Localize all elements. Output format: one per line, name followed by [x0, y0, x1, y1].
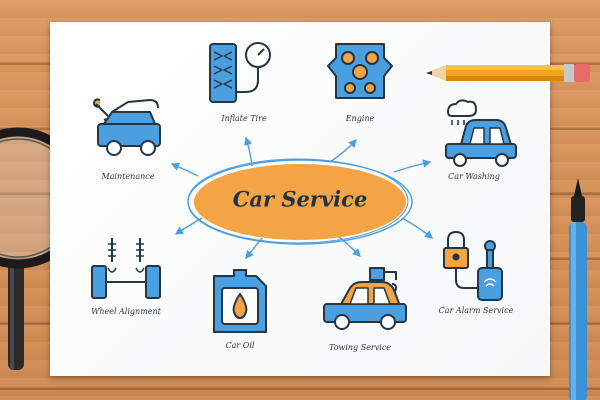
label-engine: Engine [345, 114, 375, 123]
diagram-title: Car Service [232, 186, 368, 212]
label-maintenance: Maintenance [101, 172, 155, 181]
label-inflate-tire: Inflate Tire [221, 114, 267, 123]
label-car-alarm-service: Car Alarm Service [438, 306, 514, 315]
label-wheel-alignment: Wheel Alignment [91, 307, 161, 316]
label-car-washing: Car Washing [448, 172, 500, 181]
label-car-oil: Car Oil [225, 341, 255, 350]
label-towing-service: Towing Service [328, 343, 392, 352]
